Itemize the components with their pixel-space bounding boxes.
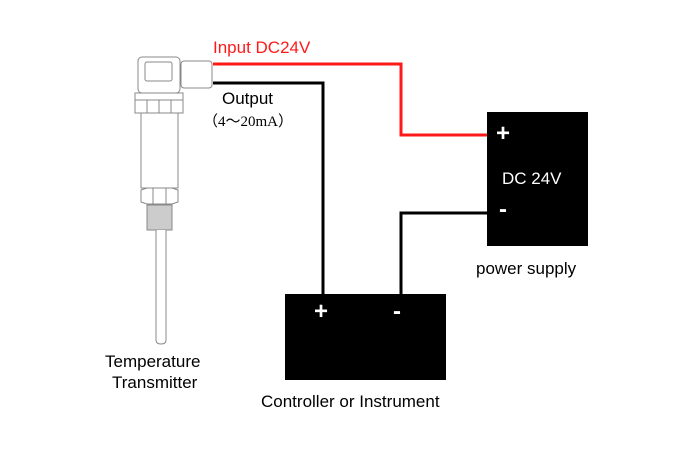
output-wire <box>213 81 325 295</box>
controller-box <box>285 294 446 380</box>
controller-plus-label: + <box>314 298 329 325</box>
power-supply-box <box>487 112 588 246</box>
output-range-label: （4～20mA） <box>203 114 294 130</box>
transmitter-label-line2: Transmitter <box>112 373 198 392</box>
output-label: Output <box>222 89 274 108</box>
input-label: Input DC24V <box>213 38 311 57</box>
power-plus-label: + <box>496 120 511 147</box>
power-minus-label: - <box>499 196 507 223</box>
controller-label: Controller or Instrument <box>261 392 440 411</box>
transmitter-label-line1: Temperature <box>105 352 201 371</box>
return-wire <box>399 211 488 295</box>
power-voltage-label: DC 24V <box>502 169 562 188</box>
temperature-transmitter-icon <box>134 56 213 345</box>
input-wire <box>213 62 488 137</box>
controller-minus-label: - <box>393 298 401 325</box>
power-supply-label: power supply <box>476 259 577 278</box>
